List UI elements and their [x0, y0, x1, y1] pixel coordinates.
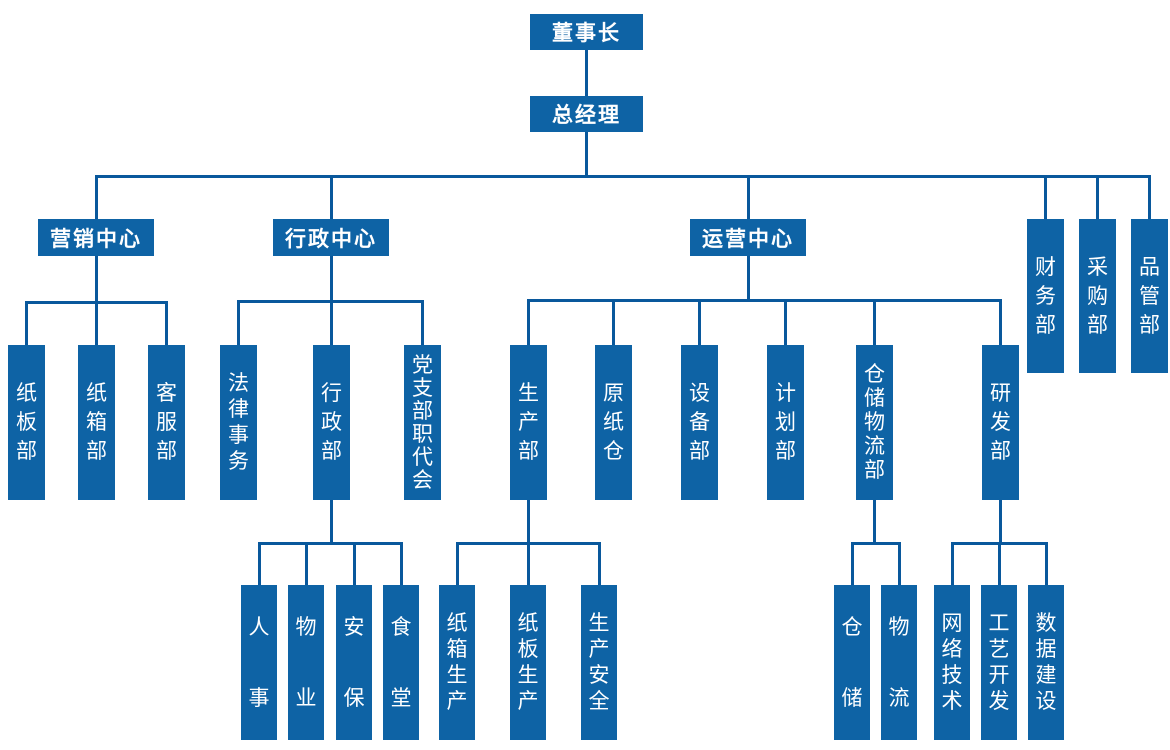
connector [1148, 175, 1151, 219]
connector [330, 500, 333, 545]
node-legal-affairs: 法律事务 [220, 345, 257, 500]
connector [330, 300, 333, 345]
connector [999, 299, 1002, 345]
node-canteen: 食堂 [383, 585, 419, 740]
node-data-construction: 数据建设 [1028, 585, 1064, 740]
node-paperboard-dept: 纸板部 [8, 345, 45, 500]
connector [747, 256, 750, 302]
connector [1044, 175, 1047, 219]
node-rnd-dept: 研发部 [982, 345, 1019, 500]
connector [873, 500, 876, 545]
node-raw-paper-warehouse: 原纸仓 [595, 345, 632, 500]
connector [527, 542, 530, 585]
connector [258, 542, 261, 585]
node-procurement-dept: 采购部 [1079, 219, 1116, 373]
node-admin-center: 行政中心 [273, 219, 389, 256]
node-network-tech: 网络技术 [934, 585, 970, 740]
node-logistics: 物流 [881, 585, 917, 740]
node-operations-center: 运营中心 [690, 219, 806, 256]
connector [95, 256, 98, 304]
connector [527, 299, 1002, 302]
connector [95, 175, 1151, 178]
connector [585, 132, 588, 178]
node-finance-dept: 财务部 [1027, 219, 1064, 373]
connector [330, 256, 333, 303]
connector [851, 542, 901, 545]
node-property: 物业 [288, 585, 324, 740]
node-carton-production: 纸箱生产 [439, 585, 475, 740]
connector [237, 300, 240, 345]
connector [400, 542, 403, 585]
connector [951, 542, 954, 585]
connector [784, 299, 787, 345]
node-general-manager: 总经理 [530, 96, 643, 132]
node-quality-dept: 品管部 [1131, 219, 1168, 373]
node-warehouse-logistics-dept: 仓储物流部 [856, 345, 893, 500]
connector [1096, 175, 1099, 219]
connector [851, 542, 854, 585]
connector [698, 299, 701, 345]
connector [95, 175, 98, 219]
node-security: 安保 [336, 585, 372, 740]
connector [456, 542, 459, 585]
connector [585, 50, 588, 96]
node-chairman: 董事长 [530, 14, 643, 50]
connector [747, 175, 750, 219]
connector [305, 542, 308, 585]
node-admin-dept: 行政部 [313, 345, 350, 500]
node-process-dev: 工艺开发 [981, 585, 1017, 740]
node-party-branch: 党支部职代会 [404, 345, 441, 500]
connector [165, 301, 168, 345]
connector [330, 175, 333, 219]
node-warehousing: 仓储 [834, 585, 870, 740]
connector [999, 500, 1002, 545]
node-production-safety: 生产安全 [581, 585, 617, 740]
node-customer-service-dept: 客服部 [148, 345, 185, 500]
connector [95, 301, 98, 345]
node-paperboard-production: 纸板生产 [510, 585, 546, 740]
connector [421, 300, 424, 345]
connector [873, 299, 876, 345]
connector [353, 542, 356, 585]
connector [25, 301, 28, 345]
node-marketing-center: 营销中心 [38, 219, 154, 256]
connector [998, 542, 1001, 585]
node-hr: 人事 [241, 585, 277, 740]
connector [527, 500, 530, 545]
connector [612, 299, 615, 345]
connector [898, 542, 901, 585]
node-production-dept: 生产部 [510, 345, 547, 500]
node-carton-dept: 纸箱部 [78, 345, 115, 500]
connector [258, 542, 403, 545]
node-planning-dept: 计划部 [767, 345, 804, 500]
connector [1045, 542, 1048, 585]
connector [598, 542, 601, 585]
connector [527, 299, 530, 345]
node-equipment-dept: 设备部 [681, 345, 718, 500]
